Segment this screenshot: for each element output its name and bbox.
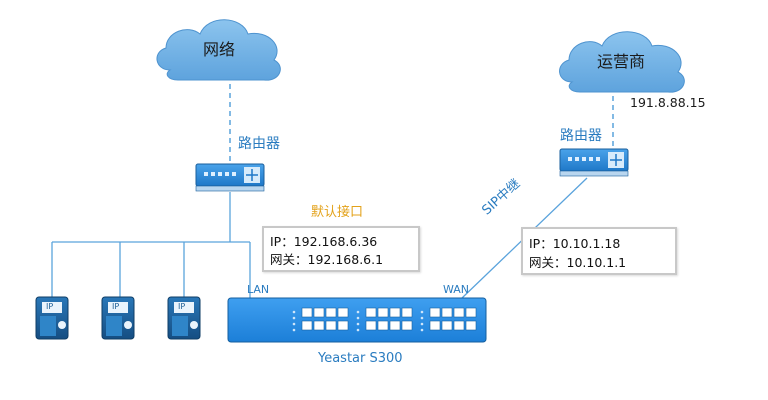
ip-phone-1-icon [35, 296, 69, 340]
lan-gateway-line: 网关：192.168.6.1 [270, 252, 384, 267]
network-cloud-label: 网络 [203, 40, 236, 59]
lan-port-label: LAN [247, 283, 270, 296]
network-cloud-icon [156, 19, 281, 81]
router-left-label: 路由器 [238, 136, 280, 152]
ip-phone-2-icon [101, 296, 135, 340]
yeastar-switch-icon [227, 297, 487, 343]
lan-ip-line: IP：192.168.6.36 [270, 234, 378, 249]
lan-info-box: IP：192.168.6.36 网关：192.168.6.1 [262, 226, 420, 272]
lan-box-title: 默认接口 [311, 205, 364, 220]
wan-info-box: IP：10.10.1.18 网关：10.10.1.1 [521, 227, 677, 275]
ip-phone-3-icon [167, 296, 201, 340]
wan-port-label: WAN [443, 283, 470, 296]
carrier-ip-label: 191.8.88.15 [630, 95, 706, 110]
product-name-label: Yeastar S300 [318, 351, 403, 366]
lan-wiring [51, 192, 251, 298]
router-right-label: 路由器 [560, 128, 602, 144]
router-left-icon [195, 163, 265, 192]
carrier-cloud-icon [559, 31, 685, 93]
ip-phone-1-label: IP [46, 302, 54, 311]
carrier-cloud-label: 运营商 [597, 52, 646, 71]
ip-phone-3-label: IP [178, 302, 186, 311]
wan-ip-line: IP：10.10.1.18 [529, 236, 621, 251]
ip-phone-2-label: IP [112, 302, 120, 311]
router-right-icon [559, 148, 629, 177]
wan-gateway-line: 网关：10.10.1.1 [529, 255, 627, 270]
